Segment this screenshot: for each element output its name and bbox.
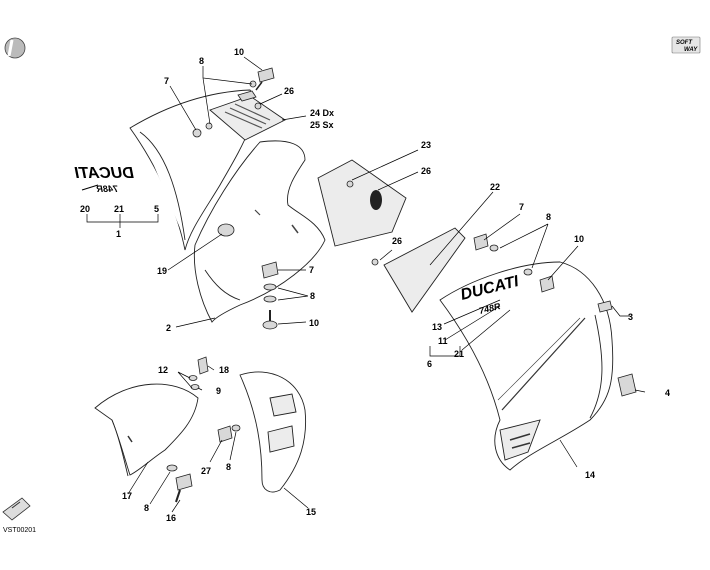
washer-8a xyxy=(205,122,213,130)
washer-8e xyxy=(166,464,178,472)
badge-line-1: SOFT xyxy=(676,40,693,46)
callout-16: 16 xyxy=(166,513,176,523)
decal-model-left: 748R xyxy=(96,184,118,194)
callout-6: 6 xyxy=(427,359,432,369)
decal-logo-left: DUCATI xyxy=(74,165,134,182)
info-disc-icon xyxy=(4,37,26,59)
callout-21-right: 21 xyxy=(454,349,464,359)
callout-8-right: 8 xyxy=(546,212,551,222)
callout-23: 23 xyxy=(421,140,431,150)
callout-10-top: 10 xyxy=(234,47,244,57)
washer-8b2 xyxy=(263,295,277,303)
leader-lines xyxy=(86,56,646,513)
nut-7c xyxy=(473,233,489,251)
washer-8c1 xyxy=(489,244,499,252)
callout-13: 13 xyxy=(432,322,442,332)
callout-5: 5 xyxy=(154,204,159,214)
callout-24-dx: 24 Dx xyxy=(310,108,334,118)
washer-8d xyxy=(231,424,241,432)
screw-18 xyxy=(197,356,209,375)
callout-26-top: 26 xyxy=(284,86,294,96)
callout-labels: 10 8 7 26 24 Dx 25 Sx 20 21 5 1 23 26 22… xyxy=(80,47,670,523)
callout-11: 11 xyxy=(438,336,448,346)
callout-8-top: 8 xyxy=(199,56,204,66)
callout-14: 14 xyxy=(585,470,595,480)
mudguard-screw-16 xyxy=(175,473,193,503)
washer-26b xyxy=(346,180,354,188)
screw-10c xyxy=(539,275,555,293)
callout-26-panel: 26 xyxy=(392,236,402,246)
washer-26c xyxy=(371,258,379,266)
tag-icon xyxy=(2,497,31,521)
fairing-bracket xyxy=(209,90,286,141)
washer-12a xyxy=(188,375,198,381)
mudguard-rear-15 xyxy=(239,371,307,493)
lower-fairing-14 xyxy=(439,261,614,471)
washer-8b1 xyxy=(263,283,277,291)
callout-17: 17 xyxy=(122,491,132,501)
callout-9: 9 xyxy=(216,386,221,396)
washer-8c2 xyxy=(523,268,533,276)
callout-3: 3 xyxy=(628,312,633,322)
callout-27: 27 xyxy=(201,466,211,476)
callout-15: 15 xyxy=(306,507,316,517)
washer-12b xyxy=(190,384,200,390)
callout-7-mid: 7 xyxy=(309,265,314,275)
callout-7-top: 7 xyxy=(164,76,169,86)
callout-26-screen: 26 xyxy=(421,166,431,176)
screw-3 xyxy=(597,300,613,313)
callout-10-right: 10 xyxy=(574,234,584,244)
nut-7a xyxy=(192,128,202,138)
screw-10b xyxy=(262,310,278,330)
screw-top-10 xyxy=(255,67,275,91)
softway-logo: SOFT WAY xyxy=(671,36,701,54)
callout-22: 22 xyxy=(490,182,500,192)
callout-8-guard: 8 xyxy=(226,462,231,472)
upper-fairing-part xyxy=(129,89,326,323)
screw-27 xyxy=(217,425,233,443)
nut-7b xyxy=(261,261,279,279)
grommet-4 xyxy=(617,373,637,397)
callout-20: 20 xyxy=(80,204,90,214)
callout-25-sx: 25 Sx xyxy=(310,120,334,130)
callout-18: 18 xyxy=(219,365,229,375)
callout-12: 12 xyxy=(158,365,168,375)
mirror-hole-grommet xyxy=(217,223,235,237)
washer-26a xyxy=(254,102,262,110)
decal-left: DUCATI 748R xyxy=(74,165,134,194)
callout-10-mid: 10 xyxy=(309,318,319,328)
callout-8-mid: 8 xyxy=(310,291,315,301)
drawing-code: VST00201 xyxy=(3,527,36,534)
callout-19: 19 xyxy=(157,266,167,276)
front-mudguard-17 xyxy=(94,383,199,477)
callout-21-left: 21 xyxy=(114,204,124,214)
side-panel-22 xyxy=(383,227,466,313)
badge-line-2: WAY xyxy=(684,47,698,53)
callout-8-lower: 8 xyxy=(144,503,149,513)
callout-1: 1 xyxy=(116,229,121,239)
callout-2: 2 xyxy=(166,323,171,333)
callout-7-right: 7 xyxy=(519,202,524,212)
callout-4: 4 xyxy=(665,388,670,398)
windscreen-23 xyxy=(317,159,407,247)
